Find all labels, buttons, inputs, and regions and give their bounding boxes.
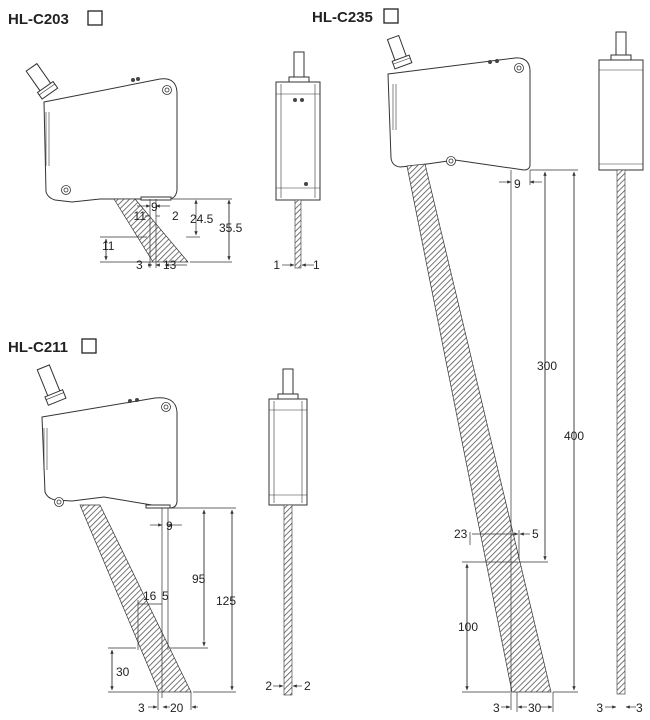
- checkbox-symbol: [81, 338, 97, 354]
- laser-beam-area: [113, 198, 189, 263]
- dim-30: 30: [528, 701, 542, 715]
- side-view-hl-c211: [268, 368, 308, 696]
- dim-2: 2: [172, 209, 179, 223]
- side-view-hl-c235: [598, 31, 644, 709]
- model-hl-c203: HL-C203: [8, 10, 321, 272]
- dim-3: 3: [493, 701, 500, 715]
- model-title-hl-c211: HL-C211: [8, 339, 68, 356]
- dim-20: 20: [170, 701, 184, 715]
- sensor-head: [387, 57, 531, 171]
- dim-11-lower: 11: [102, 239, 115, 253]
- dim-11: 11: [134, 209, 147, 223]
- sensor-head: [43, 78, 178, 203]
- dim-side-right: 1: [313, 258, 320, 272]
- dim-side-right: 2: [304, 679, 311, 693]
- dim-95: 95: [192, 572, 206, 586]
- dim-5: 5: [532, 527, 539, 541]
- dim-side-left: 1: [273, 258, 280, 272]
- dimension-lines: [462, 169, 578, 712]
- dim-30: 30: [116, 665, 130, 679]
- dim-23: 23: [454, 527, 468, 541]
- dim-3: 3: [136, 258, 143, 272]
- dim-3: 3: [138, 701, 145, 715]
- connector-cable: [36, 364, 67, 406]
- dim-100: 100: [458, 620, 478, 634]
- dim-side-left: 3: [596, 701, 603, 715]
- dim-9: 9: [514, 177, 521, 191]
- dim-9: 9: [166, 519, 173, 533]
- checkbox-symbol: [87, 10, 103, 26]
- laser-beam-area: [406, 163, 552, 693]
- dim-5: 5: [162, 589, 169, 603]
- checkbox-symbol: [383, 8, 399, 24]
- dim-9: 9: [151, 200, 158, 214]
- dim-35-5: 35.5: [219, 221, 243, 235]
- dim-16: 16: [143, 589, 157, 603]
- dim-400: 400: [564, 429, 584, 443]
- sensor-head: [41, 397, 178, 509]
- side-view-hl-c203: [275, 51, 321, 269]
- model-hl-c235: HL-C235: [312, 8, 644, 715]
- model-hl-c211: HL-C211: [8, 338, 311, 715]
- model-title-hl-c203: HL-C203: [8, 11, 69, 28]
- connector-cable: [386, 34, 413, 70]
- model-title-hl-c235: HL-C235: [312, 9, 373, 26]
- dim-13: 13: [163, 258, 177, 272]
- dimension-lines: [108, 507, 236, 710]
- dim-300: 300: [537, 359, 557, 373]
- dim-side-right: 3: [636, 701, 643, 715]
- connector-cable: [25, 62, 59, 100]
- dim-side-left: 2: [265, 679, 272, 693]
- laser-beam-area: [79, 504, 192, 693]
- dim-125: 125: [216, 594, 236, 608]
- dimension-lines: [100, 198, 232, 268]
- dim-24-5: 24.5: [190, 212, 214, 226]
